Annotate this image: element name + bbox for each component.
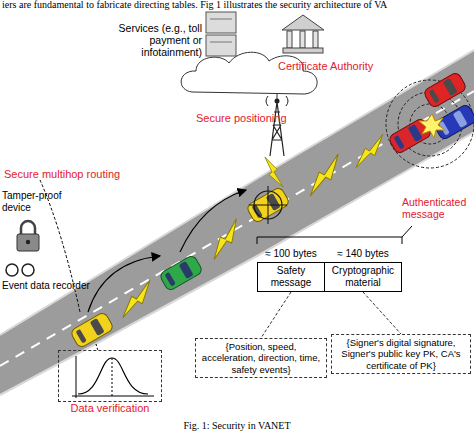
authority-label: Certificate Authority [278, 60, 373, 73]
routing-arrow [88, 256, 160, 312]
message-field: ≈ 140 bytesCryptographic material [324, 262, 402, 292]
car [159, 254, 204, 291]
lock-keyhole [26, 240, 30, 244]
road [0, 50, 474, 395]
figure-caption: Fig. 1: Security in VANET [0, 420, 474, 432]
car-window [165, 272, 176, 287]
road-edge [0, 50, 474, 335]
tower-tip [275, 99, 280, 104]
server-icon [206, 12, 236, 56]
position-crosshair [249, 186, 287, 224]
box-text: Cryptographic material [328, 265, 398, 289]
body-text: iers are fundamental to fabricate direct… [2, 0, 387, 11]
bank-base [283, 48, 323, 53]
message-bracket [257, 237, 402, 244]
service-label: Services (e.g., toll payment or infotain… [104, 22, 202, 58]
dashed-connector [363, 292, 401, 334]
message-field: ≈ 100 bytesSafety message [257, 262, 325, 292]
feature-label: Secure positioning [196, 112, 287, 125]
content-box: {Position, speed, acceleration, directio… [195, 338, 327, 378]
bank-column [287, 31, 292, 48]
range-circle [386, 80, 474, 168]
plot-marker [112, 358, 113, 396]
car [70, 311, 115, 348]
box-heading: Data verification [49, 402, 171, 415]
bank-icon [282, 15, 324, 53]
graph-panel: Data verification [58, 350, 162, 402]
car-window [76, 329, 87, 344]
lock-shackle [21, 221, 35, 234]
car [423, 71, 468, 108]
car-window [443, 78, 458, 96]
device-label: Tamper-proof device [2, 190, 62, 213]
box-text: Safety message [261, 265, 321, 289]
bank-column [313, 31, 318, 48]
server-slot [210, 19, 232, 20]
car-window [394, 135, 405, 150]
crash-burst [419, 114, 445, 138]
car-window [179, 261, 194, 279]
lock-icon [17, 221, 39, 251]
dashed-connector [261, 292, 291, 338]
car-window [90, 318, 105, 336]
car [246, 186, 291, 223]
server-unit [206, 35, 236, 56]
plot-axis [72, 396, 154, 397]
box-heading: ≈ 100 bytes [252, 248, 330, 260]
wireless-link [265, 155, 283, 189]
car-body [246, 186, 291, 223]
server-unit [206, 12, 236, 33]
tower-frame [270, 102, 284, 156]
leader-line [402, 226, 412, 237]
road-edge [0, 132, 474, 395]
lane-marking [0, 91, 474, 366]
box-heading: ≈ 140 bytes [319, 248, 407, 260]
device-label: Event data recorder [2, 280, 90, 292]
car-window [252, 204, 263, 219]
box-text: {Signer's digital signature, Signer's pu… [335, 337, 467, 371]
content-box: {Signer's digital signature, Signer's pu… [331, 334, 471, 374]
bell-curve-plot [72, 356, 154, 398]
feature-label: Secure multihop routing [4, 168, 120, 181]
wireless-link [348, 134, 390, 167]
plot-axis [76, 356, 77, 398]
car-window [429, 89, 440, 104]
plot-curve [78, 358, 148, 394]
antenna-tower [266, 94, 288, 156]
car-window [408, 124, 423, 142]
routing-arrow [180, 190, 246, 252]
server-slot [210, 42, 232, 43]
car-body [423, 71, 468, 108]
recorder-reel [22, 264, 34, 276]
box-text: {Position, speed, acceleration, directio… [199, 341, 323, 375]
cloud [181, 52, 317, 94]
recorder-reel [6, 264, 18, 276]
bank-roof [282, 15, 324, 30]
bank-column [300, 31, 305, 48]
wireless-link [114, 280, 159, 318]
feature-label: Authenticated message [402, 196, 474, 220]
wireless-link [300, 154, 349, 196]
car-window [453, 110, 468, 128]
wireless-link [203, 219, 247, 260]
signal-wave [266, 96, 288, 106]
car-body [159, 254, 204, 291]
car-body [70, 311, 115, 348]
lock-body [17, 234, 39, 251]
